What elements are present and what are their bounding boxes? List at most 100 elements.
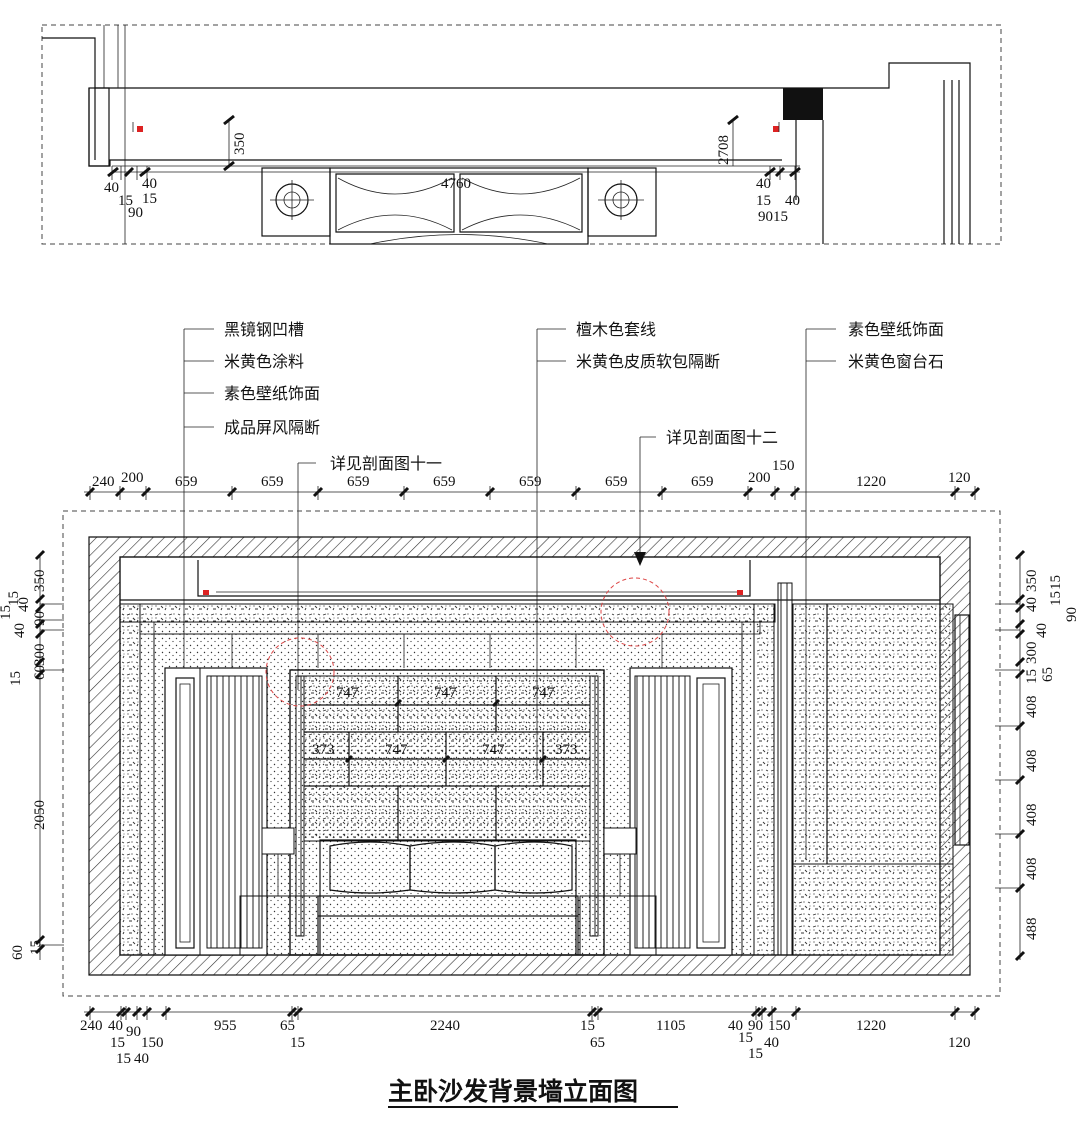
plan-dim-350: 350 bbox=[232, 133, 248, 156]
label-plain-wallpaper-right: 素色壁纸饰面 bbox=[848, 320, 944, 339]
left-dim-3: 15 bbox=[6, 591, 22, 606]
plan-marker-right bbox=[773, 126, 779, 132]
top-dim-2: 200 bbox=[121, 470, 144, 486]
plan-dim-r15: 15 bbox=[756, 193, 771, 209]
plan-dim-l40b: 40 bbox=[142, 176, 157, 192]
right-dim-8: 65 bbox=[1040, 667, 1056, 682]
right-dim-12: 408 bbox=[1024, 804, 1040, 827]
right-dim-4: 15 bbox=[1048, 591, 1064, 606]
label-black-mirror-groove: 黑镜钢凹槽 bbox=[224, 320, 304, 339]
top-dim-9: 659 bbox=[691, 474, 714, 490]
plan-right-wall bbox=[782, 62, 971, 244]
right-dim-9: 15 bbox=[1024, 669, 1040, 684]
windowsill-stone bbox=[792, 863, 954, 956]
top-dim-3: 659 bbox=[175, 474, 198, 490]
right-dim-6: 40 bbox=[1034, 623, 1050, 638]
plan-dim-l15b: 15 bbox=[142, 191, 157, 207]
bottom-dim-20: 15 bbox=[116, 1051, 131, 1067]
top-dim-1: 240 bbox=[92, 474, 115, 490]
bottom-dim-17: 15 bbox=[738, 1030, 753, 1046]
wallpaper-window bbox=[792, 603, 954, 865]
plan-dim-r40a: 40 bbox=[756, 176, 771, 192]
bottom-dim-11: 90 bbox=[748, 1018, 763, 1034]
bottom-dim-7: 2240 bbox=[430, 1018, 460, 1034]
right-dim-3: 15 bbox=[1048, 575, 1064, 590]
plan-view: 350 2708 40 40 15 15 90 4760 bbox=[41, 24, 1002, 245]
left-dim-6: 40 bbox=[12, 623, 28, 638]
label-beige-paint: 米黄色涂料 bbox=[224, 352, 304, 371]
plan-marker-left bbox=[137, 126, 143, 132]
bottom-dim-15: 15 bbox=[290, 1035, 305, 1051]
left-dim-12: 15 bbox=[28, 940, 44, 955]
top-dim-11: 150 bbox=[772, 458, 795, 474]
plan-nightstand-right bbox=[587, 167, 657, 237]
left-dim-8: 60 bbox=[32, 665, 48, 680]
right-dim-13: 408 bbox=[1024, 858, 1040, 881]
bottom-dim-3: 90 bbox=[126, 1024, 141, 1040]
plan-column bbox=[783, 88, 823, 120]
bottom-dim-16: 65 bbox=[590, 1035, 605, 1051]
top-dimension-chain: 240 200 659 659 659 659 659 659 659 200 … bbox=[84, 458, 981, 500]
plan-left-wall bbox=[42, 37, 782, 160]
right-dim-14: 488 bbox=[1024, 918, 1040, 941]
bottom-dim-19: 120 bbox=[948, 1035, 971, 1051]
panel-dim-3: 747 bbox=[532, 685, 555, 701]
bottom-dim-21: 40 bbox=[134, 1051, 149, 1067]
label-beige-windowsill-stone: 米黄色窗台石 bbox=[848, 352, 944, 371]
bottom-dimension-chain: 240 40 90 150 955 65 2240 15 1105 40 90 … bbox=[80, 1006, 981, 1067]
right-dim-10: 408 bbox=[1024, 696, 1040, 719]
bottom-dim-9: 1105 bbox=[656, 1018, 685, 1034]
right-dim-11: 408 bbox=[1024, 750, 1040, 773]
top-dim-13: 120 bbox=[948, 470, 971, 486]
plan-bed bbox=[329, 167, 589, 245]
bottom-dim-1: 240 bbox=[80, 1018, 103, 1034]
plan-nightstand-left bbox=[261, 167, 331, 237]
bottom-dim-4: 150 bbox=[141, 1035, 164, 1051]
right-dimension-chain: 350 40 15 15 90 40 300 65 15 408 408 408… bbox=[995, 549, 1080, 962]
plan-dim-l15a: 15 bbox=[118, 193, 133, 209]
label-sandalwood-trim: 檀木色套线 bbox=[576, 320, 656, 339]
left-dim-4: 15 bbox=[0, 605, 14, 620]
bottom-dim-22: 15 bbox=[748, 1046, 763, 1062]
left-dim-9: 15 bbox=[8, 671, 24, 686]
plan-dim-l90: 90 bbox=[128, 205, 143, 221]
left-dim-10: 2050 bbox=[32, 800, 48, 830]
right-dim-1: 350 bbox=[1024, 570, 1040, 593]
panel-dim-4: 373 bbox=[312, 742, 335, 758]
elevation-boundary bbox=[62, 510, 1001, 997]
plan-dim-r40b: 40 bbox=[785, 193, 800, 209]
label-plain-wallpaper-left: 素色壁纸饰面 bbox=[224, 384, 320, 403]
top-dim-4: 659 bbox=[261, 474, 284, 490]
bottom-dim-14: 15 bbox=[110, 1035, 125, 1051]
bottom-dim-10: 40 bbox=[728, 1018, 743, 1034]
label-see-section-11: 详见剖面图十一 bbox=[330, 454, 442, 473]
bottom-dim-12: 150 bbox=[768, 1018, 791, 1034]
left-dim-11: 60 bbox=[10, 945, 26, 960]
plan-dim-l40a: 40 bbox=[104, 180, 119, 196]
panel-dim-2: 747 bbox=[434, 685, 457, 701]
label-screen-partition: 成品屏风隔断 bbox=[224, 418, 320, 437]
top-dim-8: 659 bbox=[605, 474, 628, 490]
top-dim-5: 659 bbox=[347, 474, 370, 490]
panel-dim-6: 747 bbox=[482, 742, 505, 758]
panel-dim-1: 747 bbox=[336, 685, 359, 701]
bottom-dim-13: 1220 bbox=[856, 1018, 886, 1034]
plan-boundary bbox=[41, 24, 1002, 245]
left-dimension-chain: 350 40 15 15 90 40 300 60 15 2050 60 15 bbox=[0, 549, 64, 960]
label-beige-leather-panel: 米黄色皮质软包隔断 bbox=[576, 352, 720, 371]
panel-dimensions: 747 747 747 373 747 747 373 bbox=[312, 685, 578, 764]
bottom-dim-5: 955 bbox=[214, 1018, 237, 1034]
plan-pillows bbox=[335, 173, 583, 233]
plan-dim-r9015: 9015 bbox=[758, 209, 788, 225]
plan-dim-4760: 4760 bbox=[441, 176, 471, 192]
top-dim-7: 659 bbox=[519, 474, 542, 490]
panel-dim-7: 373 bbox=[555, 742, 578, 758]
bottom-dim-6: 65 bbox=[280, 1018, 295, 1034]
curtain bbox=[777, 582, 793, 956]
material-labels: 黑镜钢凹槽 米黄色涂料 素色壁纸饰面 成品屏风隔断 檀木色套线 米黄色皮质软包隔… bbox=[179, 320, 944, 860]
top-dim-10: 200 bbox=[748, 470, 771, 486]
screen-left bbox=[164, 667, 268, 956]
top-dim-12: 1220 bbox=[856, 474, 886, 490]
bottom-dim-18: 40 bbox=[764, 1035, 779, 1051]
